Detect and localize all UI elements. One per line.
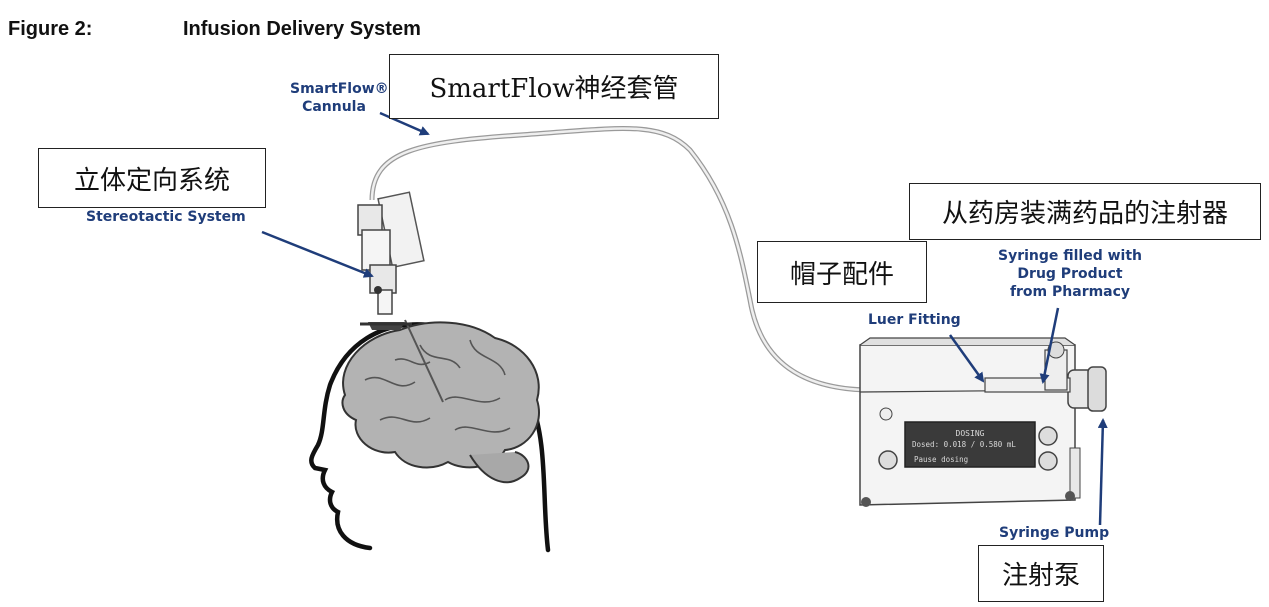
- stereotactic-frame: [357, 191, 425, 330]
- label-cannula-line1: SmartFlow®: [290, 81, 389, 97]
- translation-box-pump: 注射泵: [978, 545, 1104, 602]
- translation-box-luer: 帽子配件: [757, 241, 927, 303]
- label-luer: Luer Fitting: [868, 312, 961, 328]
- translation-box-stereotactic: 立体定向系统: [38, 148, 266, 208]
- cannula-tube: [369, 126, 976, 393]
- brain: [341, 319, 540, 484]
- pump-display-header: DOSING: [956, 429, 985, 438]
- label-syringe-line1: Syringe filled with: [997, 248, 1143, 264]
- label-cannula-line2: Cannula: [302, 99, 366, 115]
- label-syringe: Syringe filled with Drug Product from Ph…: [990, 247, 1150, 301]
- pump-display-line2: Pause dosing: [914, 455, 968, 464]
- figure-name: Infusion Delivery System: [183, 18, 421, 40]
- label-pump: Syringe Pump: [999, 525, 1110, 541]
- label-stereotactic: Stereotactic System: [86, 209, 246, 225]
- arrow-cannula: [379, 111, 430, 136]
- arrow-pump: [1097, 418, 1108, 526]
- arrow-syringe: [1039, 307, 1060, 384]
- translation-box-syringe: 从药房装满药品的注射器: [909, 183, 1261, 240]
- label-syringe-line2: Drug Product: [1017, 266, 1123, 282]
- arrow-stereotactic: [261, 230, 374, 278]
- pump-display-line1: Dosed: 0.018 / 0.580 mL: [912, 440, 1016, 449]
- syringe-pump: [859, 337, 1107, 507]
- arrow-luer: [948, 334, 985, 383]
- label-syringe-line3: from Pharmacy: [1009, 284, 1131, 300]
- figure-number: Figure 2:: [8, 18, 93, 40]
- label-cannula: SmartFlow® Cannula: [290, 80, 389, 116]
- translation-box-cannula: SmartFlow神经套管: [389, 54, 719, 119]
